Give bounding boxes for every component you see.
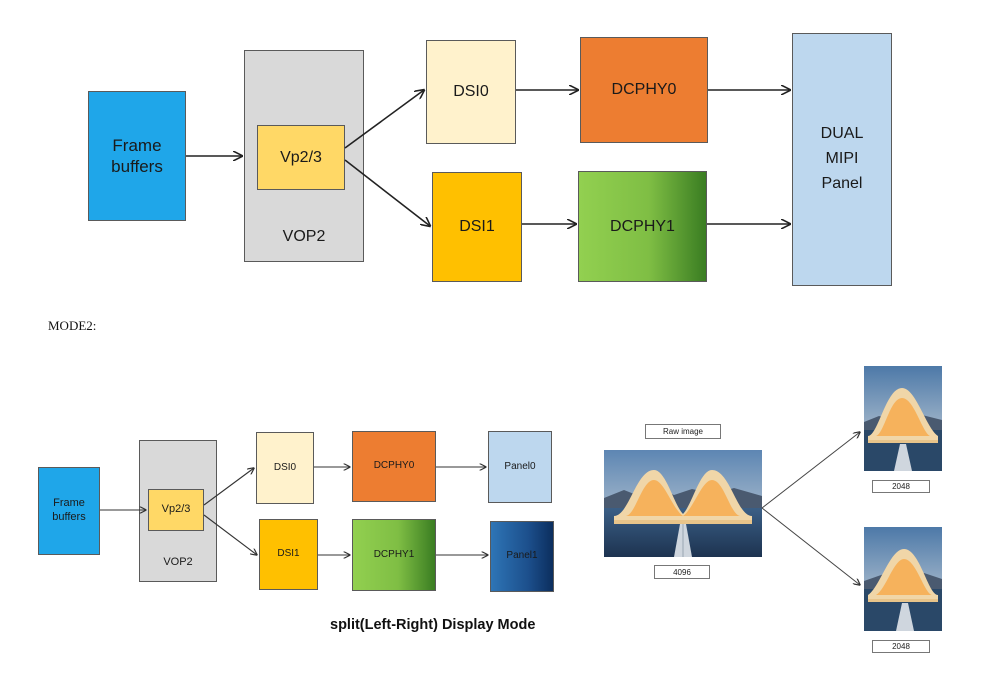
frame-buffers-block-2: Frame buffers	[38, 467, 100, 555]
left-half-photo	[864, 366, 942, 471]
dual-mipi-panel-block: DUAL MIPI Panel	[792, 33, 892, 286]
split-mode-caption: split(Left-Right) Display Mode	[330, 617, 536, 633]
dcphy0-block-2: DCPHY0	[352, 431, 436, 502]
raw-image-label: Raw image	[645, 424, 721, 439]
dcphy0-block: DCPHY0	[580, 37, 708, 143]
dsi0-block-2: DSI0	[256, 432, 314, 504]
panel0-block: Panel0	[488, 431, 552, 503]
raw-width-label: 4096	[654, 565, 710, 579]
arrow-raw-to-left	[761, 432, 860, 509]
vop2-label-2: VOP2	[163, 556, 193, 568]
arrow-raw-to-right	[761, 507, 860, 585]
arrow2-vp-to-dsi1	[203, 514, 257, 555]
arrow-vp-to-dsi1	[344, 159, 430, 226]
vp-block: Vp2/3	[257, 125, 345, 190]
arrow2-vp-to-dsi0	[203, 468, 254, 506]
dcphy1-block: DCPHY1	[578, 171, 707, 282]
panel1-block: Panel1	[490, 521, 554, 592]
dsi0-block: DSI0	[426, 40, 516, 144]
arrow-vp-to-dsi0	[344, 90, 424, 149]
dsi1-block-2: DSI1	[259, 519, 318, 590]
dsi1-block: DSI1	[432, 172, 522, 282]
raw-image-photo	[604, 450, 762, 557]
vop2-label: VOP2	[282, 228, 326, 245]
frame-buffers-block: Frame buffers	[88, 91, 186, 221]
dcphy1-block-2: DCPHY1	[352, 519, 436, 591]
right-width-label: 2048	[872, 640, 930, 653]
right-half-photo	[864, 527, 942, 631]
vp-block-2: Vp2/3	[148, 489, 204, 531]
mode-label: MODE2:	[48, 318, 97, 333]
left-width-label: 2048	[872, 480, 930, 493]
